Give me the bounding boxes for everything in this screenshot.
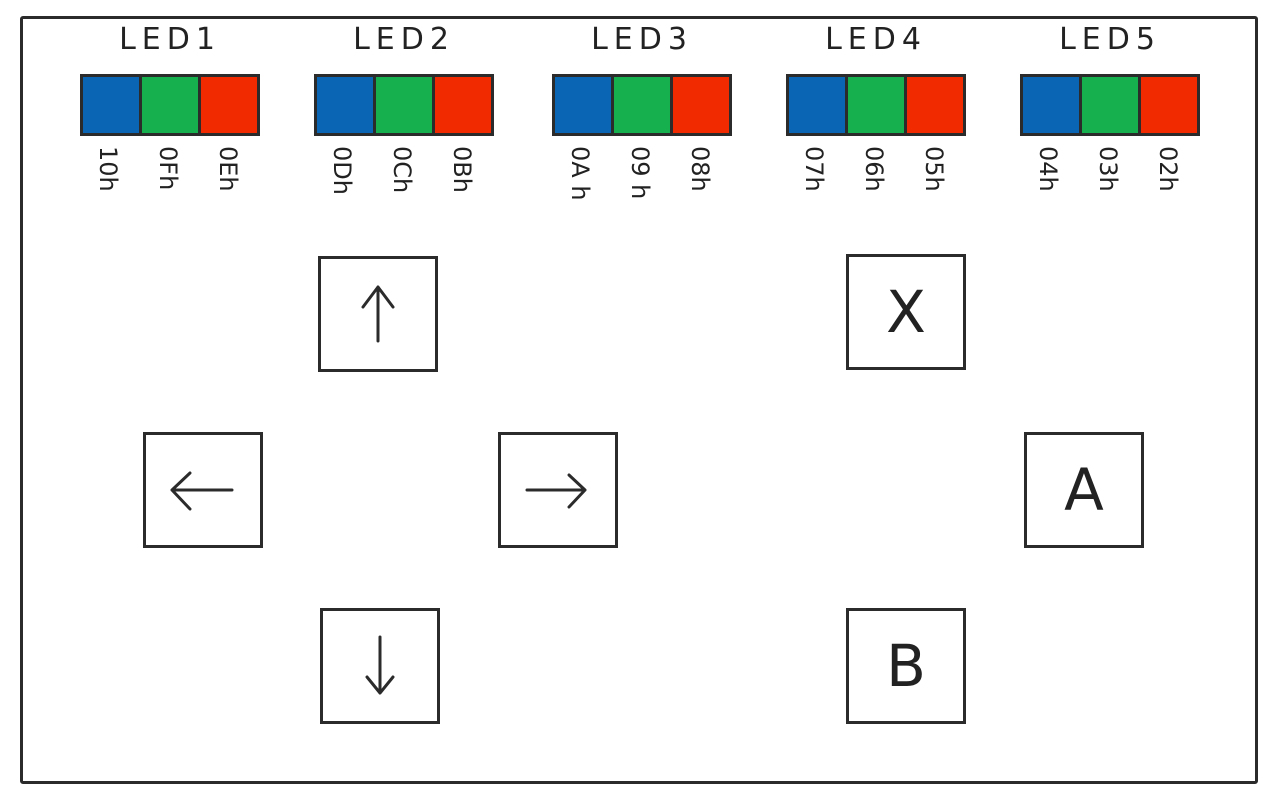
led-address: 0Eh [214, 146, 242, 192]
led-green-segment [848, 77, 907, 133]
arrow-right-icon [525, 473, 587, 509]
led-strip [80, 74, 260, 136]
led-title: LED4 [825, 22, 927, 57]
led-strip [314, 74, 494, 136]
led-blue-segment [555, 77, 614, 133]
led-strip [552, 74, 732, 136]
led-address: 07h [800, 146, 828, 192]
led-address: 05h [920, 146, 948, 192]
led-red-segment [673, 77, 729, 133]
left-button[interactable] [143, 432, 263, 548]
led-blue-segment [789, 77, 848, 133]
led-blue-segment [83, 77, 142, 133]
led-address: 06h [860, 146, 888, 192]
a-button-label: A [1064, 456, 1104, 524]
arrow-up-icon [361, 285, 395, 343]
a-button[interactable]: A [1024, 432, 1144, 548]
arrow-left-icon [170, 471, 234, 511]
down-button[interactable] [320, 608, 440, 724]
up-button[interactable] [318, 256, 438, 372]
b-button[interactable]: B [846, 608, 966, 724]
x-button-label: X [886, 278, 926, 346]
led-address: 04h [1034, 146, 1062, 192]
led-red-segment [201, 77, 257, 133]
led-address: 10h [94, 146, 122, 192]
controller-board [20, 16, 1258, 784]
led-address: 0A h [566, 146, 594, 201]
led-address: 02h [1154, 146, 1182, 192]
led-red-segment [907, 77, 963, 133]
arrow-down-icon [365, 635, 395, 695]
led-address: 09 h [626, 146, 654, 200]
led-red-segment [435, 77, 491, 133]
led-address: 0Bh [448, 146, 476, 193]
led-address: 08h [686, 146, 714, 192]
led-address: 0Ch [388, 146, 416, 194]
right-button[interactable] [498, 432, 618, 548]
led-green-segment [614, 77, 673, 133]
led-green-segment [1082, 77, 1141, 133]
led-title: LED3 [591, 22, 693, 57]
led-strip [786, 74, 966, 136]
led-title: LED5 [1059, 22, 1161, 57]
led-address: 0Dh [328, 146, 356, 195]
led-red-segment [1141, 77, 1197, 133]
led-green-segment [376, 77, 435, 133]
led-title: LED2 [353, 22, 455, 57]
led-blue-segment [1023, 77, 1082, 133]
led-strip [1020, 74, 1200, 136]
led-title: LED1 [119, 22, 221, 57]
x-button[interactable]: X [846, 254, 966, 370]
led-green-segment [142, 77, 201, 133]
led-address: 0Fh [154, 146, 182, 191]
b-button-label: B [886, 632, 926, 700]
led-blue-segment [317, 77, 376, 133]
led-address: 03h [1094, 146, 1122, 192]
